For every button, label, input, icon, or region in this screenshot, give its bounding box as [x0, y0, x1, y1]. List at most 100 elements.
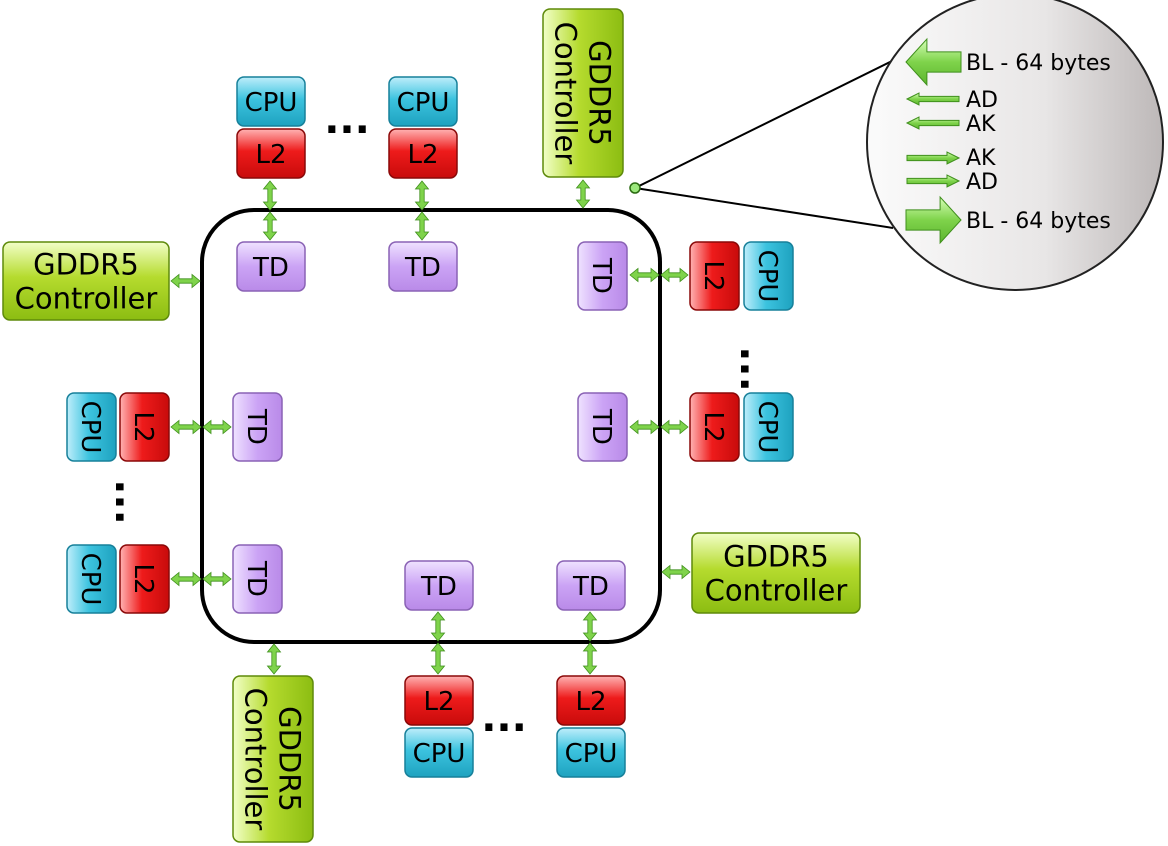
td-top-1: TD [236, 241, 306, 292]
link-td-ring-right-1 [629, 267, 660, 283]
td-bottom-2-label: TD [572, 572, 609, 602]
link-td-ring-bottom-1 [430, 611, 446, 642]
td-top-2-label: TD [404, 253, 441, 283]
legend-arrow-bl-left [905, 37, 962, 87]
l2-top-2: L2 [388, 128, 458, 179]
l2-right-1: L2 [689, 241, 740, 311]
cpu-top-1: CPU [236, 76, 306, 127]
gddr5-controller-right-shape [691, 532, 861, 614]
link-ring-l2-right-1 [660, 267, 689, 283]
link-ring-td-top-2 [414, 211, 430, 241]
link-gddr5-ring-top [575, 179, 591, 209]
l2-left-2: L2 [119, 544, 170, 614]
td-top-2-shape [388, 241, 458, 292]
cpu-right-1-label: CPU [752, 250, 782, 303]
gddr5-controller-bottom-shape [232, 675, 314, 843]
gddr5-controller-left-shape [2, 241, 170, 321]
cpu-right-2: CPU [743, 392, 794, 462]
l2-right-2-label: L2 [698, 411, 728, 442]
td-right-1-shape [577, 241, 628, 311]
link-ring-gddr5-right [661, 564, 691, 580]
td-right-2: TD [577, 392, 628, 462]
l2-left-1-label: L2 [128, 411, 158, 442]
link-td-ring-bottom-2 [582, 611, 598, 642]
td-left-1-shape [232, 392, 283, 462]
cpu-top-2-shape [388, 76, 458, 127]
cpu-right-2-label: CPU [752, 401, 782, 454]
td-left-1-label: TD [241, 408, 271, 445]
l2-bottom-2-shape [556, 675, 626, 726]
legend-label-bl-right: BL - 64 bytes [966, 209, 1111, 234]
cpu-bottom-1-label: CPU [413, 739, 466, 769]
cpu-bottom-1: CPU [404, 727, 474, 778]
gddr5-controller-bottom-label: GDDR5Controller [238, 688, 306, 831]
legend-label-ad-right: AD [966, 170, 998, 195]
legend-magnifier-circle [866, 0, 1164, 291]
legend-arrow-ak-right [906, 151, 961, 165]
link-ring-td-top-1 [262, 211, 278, 241]
link-l2-ring-left-2 [170, 571, 202, 587]
ring-stop-marker [629, 182, 641, 194]
cpu-left-2: CPU [66, 544, 117, 614]
td-bottom-2: TD [556, 560, 626, 611]
cpu-right-1-shape [743, 241, 794, 311]
l2-top-2-shape [388, 128, 458, 179]
l2-left-1: L2 [119, 392, 170, 462]
cpu-top-2-label: CPU [397, 88, 450, 118]
link-ring-td-left-2 [202, 571, 232, 587]
gddr5-controller-top-shape [542, 8, 624, 178]
ellipsis-bottom: ... [481, 695, 527, 741]
td-top-2: TD [388, 241, 458, 292]
cpu-bottom-2-label: CPU [565, 739, 618, 769]
td-bottom-2-shape [556, 560, 626, 611]
link-gddr5-ring-left [170, 273, 201, 289]
td-bottom-1-label: TD [420, 572, 457, 602]
cpu-bottom-1-shape [404, 727, 474, 778]
link-l2-ring-top-1 [262, 180, 278, 211]
callout-line-top [634, 57, 899, 189]
cpu-top-1-label: CPU [245, 88, 298, 118]
l2-top-1-label: L2 [255, 140, 286, 170]
legend-label-ad-left: AD [966, 88, 998, 113]
gddr5-controller-top-label: GDDR5Controller [548, 22, 616, 165]
link-ring-l2-bottom-1 [430, 642, 446, 675]
legend-arrow-ad-right [906, 174, 961, 188]
l2-bottom-2-label: L2 [575, 687, 606, 717]
td-right-1-label: TD [586, 257, 616, 294]
link-ring-l2-bottom-2 [582, 642, 598, 675]
legend-arrow-bl-right [905, 195, 962, 245]
cpu-right-1: CPU [743, 241, 794, 311]
link-l2-ring-left-1 [170, 419, 202, 435]
td-right-2-label: TD [586, 408, 616, 445]
cpu-left-1-label: CPU [75, 401, 105, 454]
cpu-left-1: CPU [66, 392, 117, 462]
link-ring-td-left-1 [202, 419, 232, 435]
ellipsis-right: ... [731, 346, 777, 392]
cpu-left-1-shape [66, 392, 117, 462]
l2-bottom-2: L2 [556, 675, 626, 726]
td-left-2-shape [232, 544, 283, 614]
legend-arrow-ak-left [905, 116, 960, 130]
td-left-1: TD [232, 392, 283, 462]
l2-right-2: L2 [689, 392, 740, 462]
link-td-ring-right-2 [629, 419, 660, 435]
l2-right-1-label: L2 [698, 260, 728, 291]
td-left-2: TD [232, 544, 283, 614]
td-top-1-shape [236, 241, 306, 292]
l2-left-1-shape [119, 392, 170, 462]
cpu-top-2: CPU [388, 76, 458, 127]
link-ring-gddr5-bottom [266, 643, 282, 675]
l2-right-1-shape [689, 241, 740, 311]
legend-label-ak-right: AK [966, 146, 996, 171]
l2-left-2-label: L2 [128, 563, 158, 594]
td-right-1: TD [577, 241, 628, 311]
l2-top-1: L2 [236, 128, 306, 179]
link-l2-ring-top-2 [414, 180, 430, 211]
td-bottom-1-shape [404, 560, 474, 611]
legend-label-ak-left: AK [966, 112, 996, 137]
cpu-top-1-shape [236, 76, 306, 127]
